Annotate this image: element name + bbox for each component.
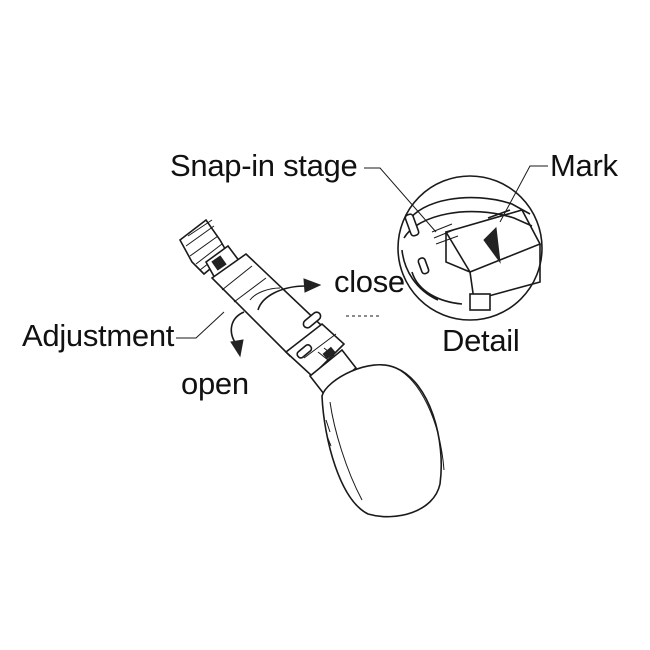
rotation-arrows — [230, 278, 322, 358]
close-label: close — [334, 264, 405, 299]
open-label: open — [181, 366, 249, 401]
adjustment-label: Adjustment — [22, 318, 175, 353]
detail-circle — [397, 175, 543, 321]
mark-label: Mark — [550, 148, 618, 183]
detail-label: Detail — [442, 323, 520, 358]
snap-in-stage-label: Snap-in stage — [170, 148, 358, 183]
valve-body — [178, 218, 445, 518]
leader-lines — [176, 165, 548, 339]
